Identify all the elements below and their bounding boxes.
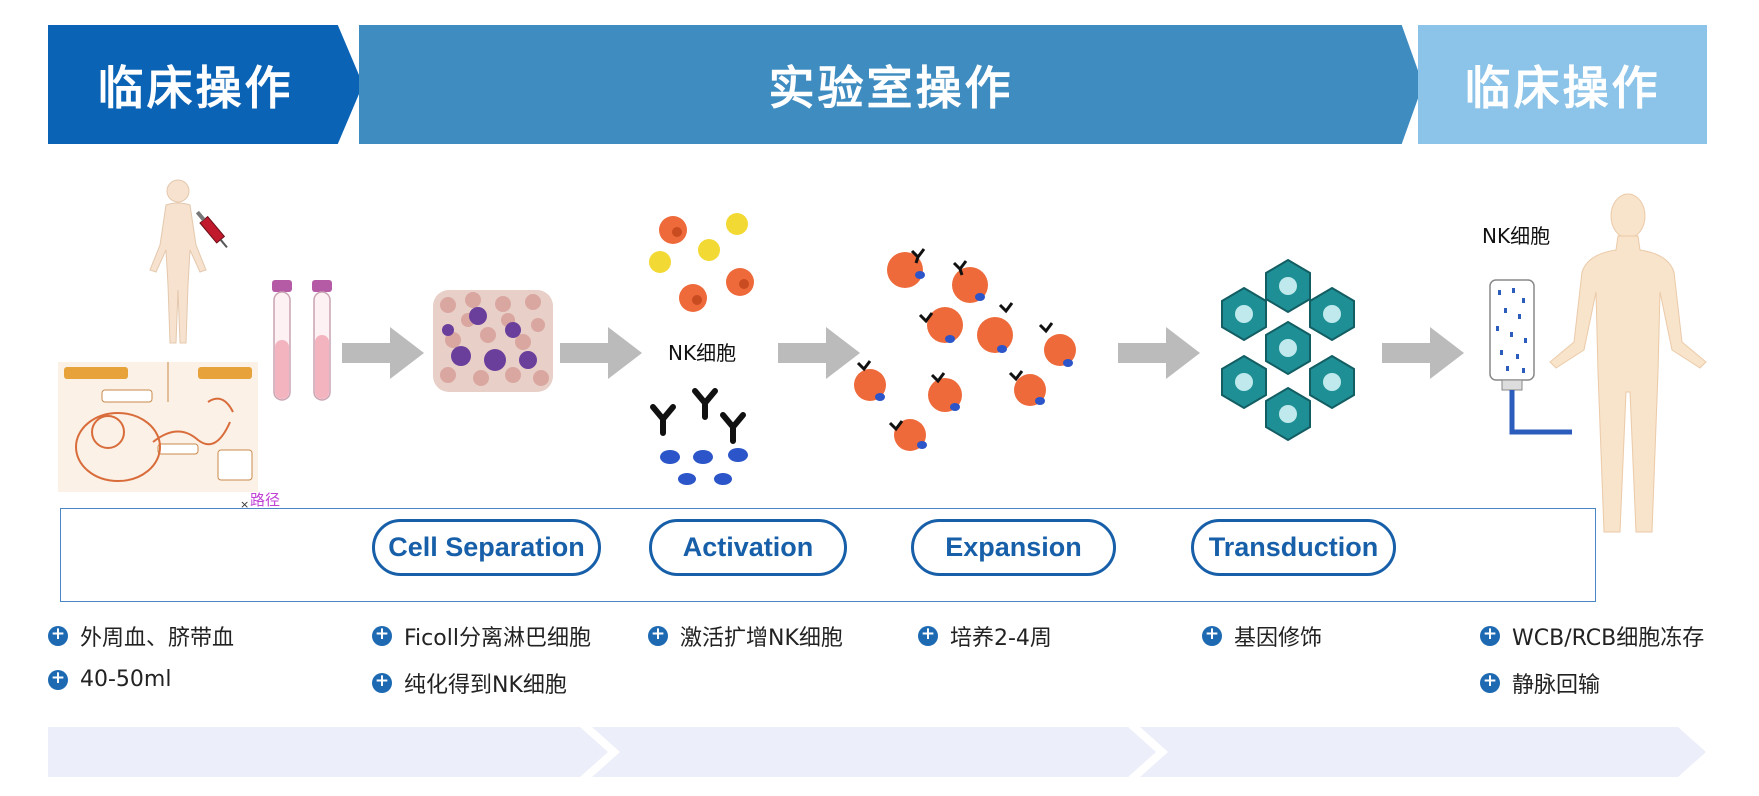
process-arrow-4 — [1118, 327, 1200, 379]
chevron-segment-2 — [592, 727, 1156, 777]
plus-bullet-icon — [48, 624, 68, 646]
step-label: Expansion — [945, 532, 1082, 562]
list-item: 40-50ml — [48, 667, 171, 692]
process-arrow-3 — [778, 327, 860, 379]
header-laboratory: 实验室操作 — [359, 25, 1423, 144]
plus-bullet-icon — [372, 671, 392, 693]
header-clinical-left: 临床操作 — [48, 25, 363, 144]
step-label: Transduction — [1208, 532, 1379, 562]
plus-bullet-icon — [372, 624, 392, 646]
route-label: 路径 — [250, 491, 281, 509]
list-item: 培养2-4周 — [918, 620, 1052, 652]
step-activation: Activation — [649, 519, 847, 576]
header-clinical-left-title: 临床操作 — [97, 60, 294, 115]
expanded-cells-image — [854, 248, 1076, 451]
chevron-segment-3 — [1140, 727, 1706, 777]
list-item: 基因修饰 — [1202, 620, 1322, 652]
header-clinical-right: 临床操作 — [1418, 25, 1707, 144]
patient-with-syringe-icon — [149, 179, 228, 344]
plus-bullet-icon — [48, 668, 68, 690]
process-arrow-5 — [1382, 327, 1464, 379]
nk-cell-label-middle: NK细胞 — [668, 341, 737, 365]
step-label: Activation — [682, 532, 814, 562]
list-item-text: 培养2-4周 — [950, 626, 1052, 651]
umbilical-cord-collection-diagram — [58, 362, 258, 492]
recipient-patient-figure — [1549, 193, 1707, 533]
list-item: 激活扩增NK细胞 — [648, 620, 843, 652]
plus-bullet-icon — [918, 624, 938, 646]
plus-bullet-icon — [1480, 624, 1500, 646]
blood-tubes-icon — [272, 280, 332, 401]
process-arrow-1 — [342, 327, 424, 379]
infusion-bag-icon — [1489, 279, 1572, 435]
nk-cell-label-right: NK细胞 — [1482, 224, 1551, 248]
bottom-chevron-bar — [48, 727, 1706, 777]
list-item-text: 静脉回输 — [1512, 673, 1601, 698]
list-item-text: 激活扩增NK细胞 — [680, 626, 843, 651]
list-item-text: 40-50ml — [80, 667, 172, 692]
step-label: Cell Separation — [388, 532, 585, 562]
list-item: Ficoll分离淋巴细胞 — [372, 620, 591, 652]
list-item-text: 基因修饰 — [1234, 626, 1323, 651]
chevron-segment-1 — [48, 727, 608, 777]
route-anchor-marker: × — [240, 498, 250, 511]
plus-bullet-icon — [648, 624, 668, 646]
process-arrow-2 — [560, 327, 642, 379]
antibody-beads-icon — [650, 388, 748, 485]
step-transduction: Transduction — [1191, 519, 1396, 576]
steps-frame — [60, 508, 1596, 602]
step-expansion: Expansion — [911, 519, 1116, 576]
header-clinical-right-title: 临床操作 — [1464, 60, 1661, 115]
nk-cells-activation-image — [649, 213, 754, 312]
transduction-cells-icon — [1221, 258, 1355, 442]
list-item-text: 纯化得到NK细胞 — [404, 673, 567, 698]
list-item: 外周血、脐带血 — [48, 620, 234, 652]
step-cell-separation: Cell Separation — [372, 519, 601, 576]
plus-bullet-icon — [1202, 624, 1222, 646]
list-item: 纯化得到NK细胞 — [372, 667, 567, 699]
header-laboratory-title: 实验室操作 — [768, 60, 1014, 115]
list-item: WCB/RCB细胞冻存 — [1480, 620, 1704, 652]
list-item-text: WCB/RCB细胞冻存 — [1512, 626, 1705, 651]
plus-bullet-icon — [1480, 671, 1500, 693]
blood-smear-microscope-image — [433, 290, 553, 392]
list-item-text: 外周血、脐带血 — [80, 626, 235, 651]
list-item-text: Ficoll分离淋巴细胞 — [404, 626, 591, 651]
list-item: 静脉回输 — [1480, 667, 1600, 699]
